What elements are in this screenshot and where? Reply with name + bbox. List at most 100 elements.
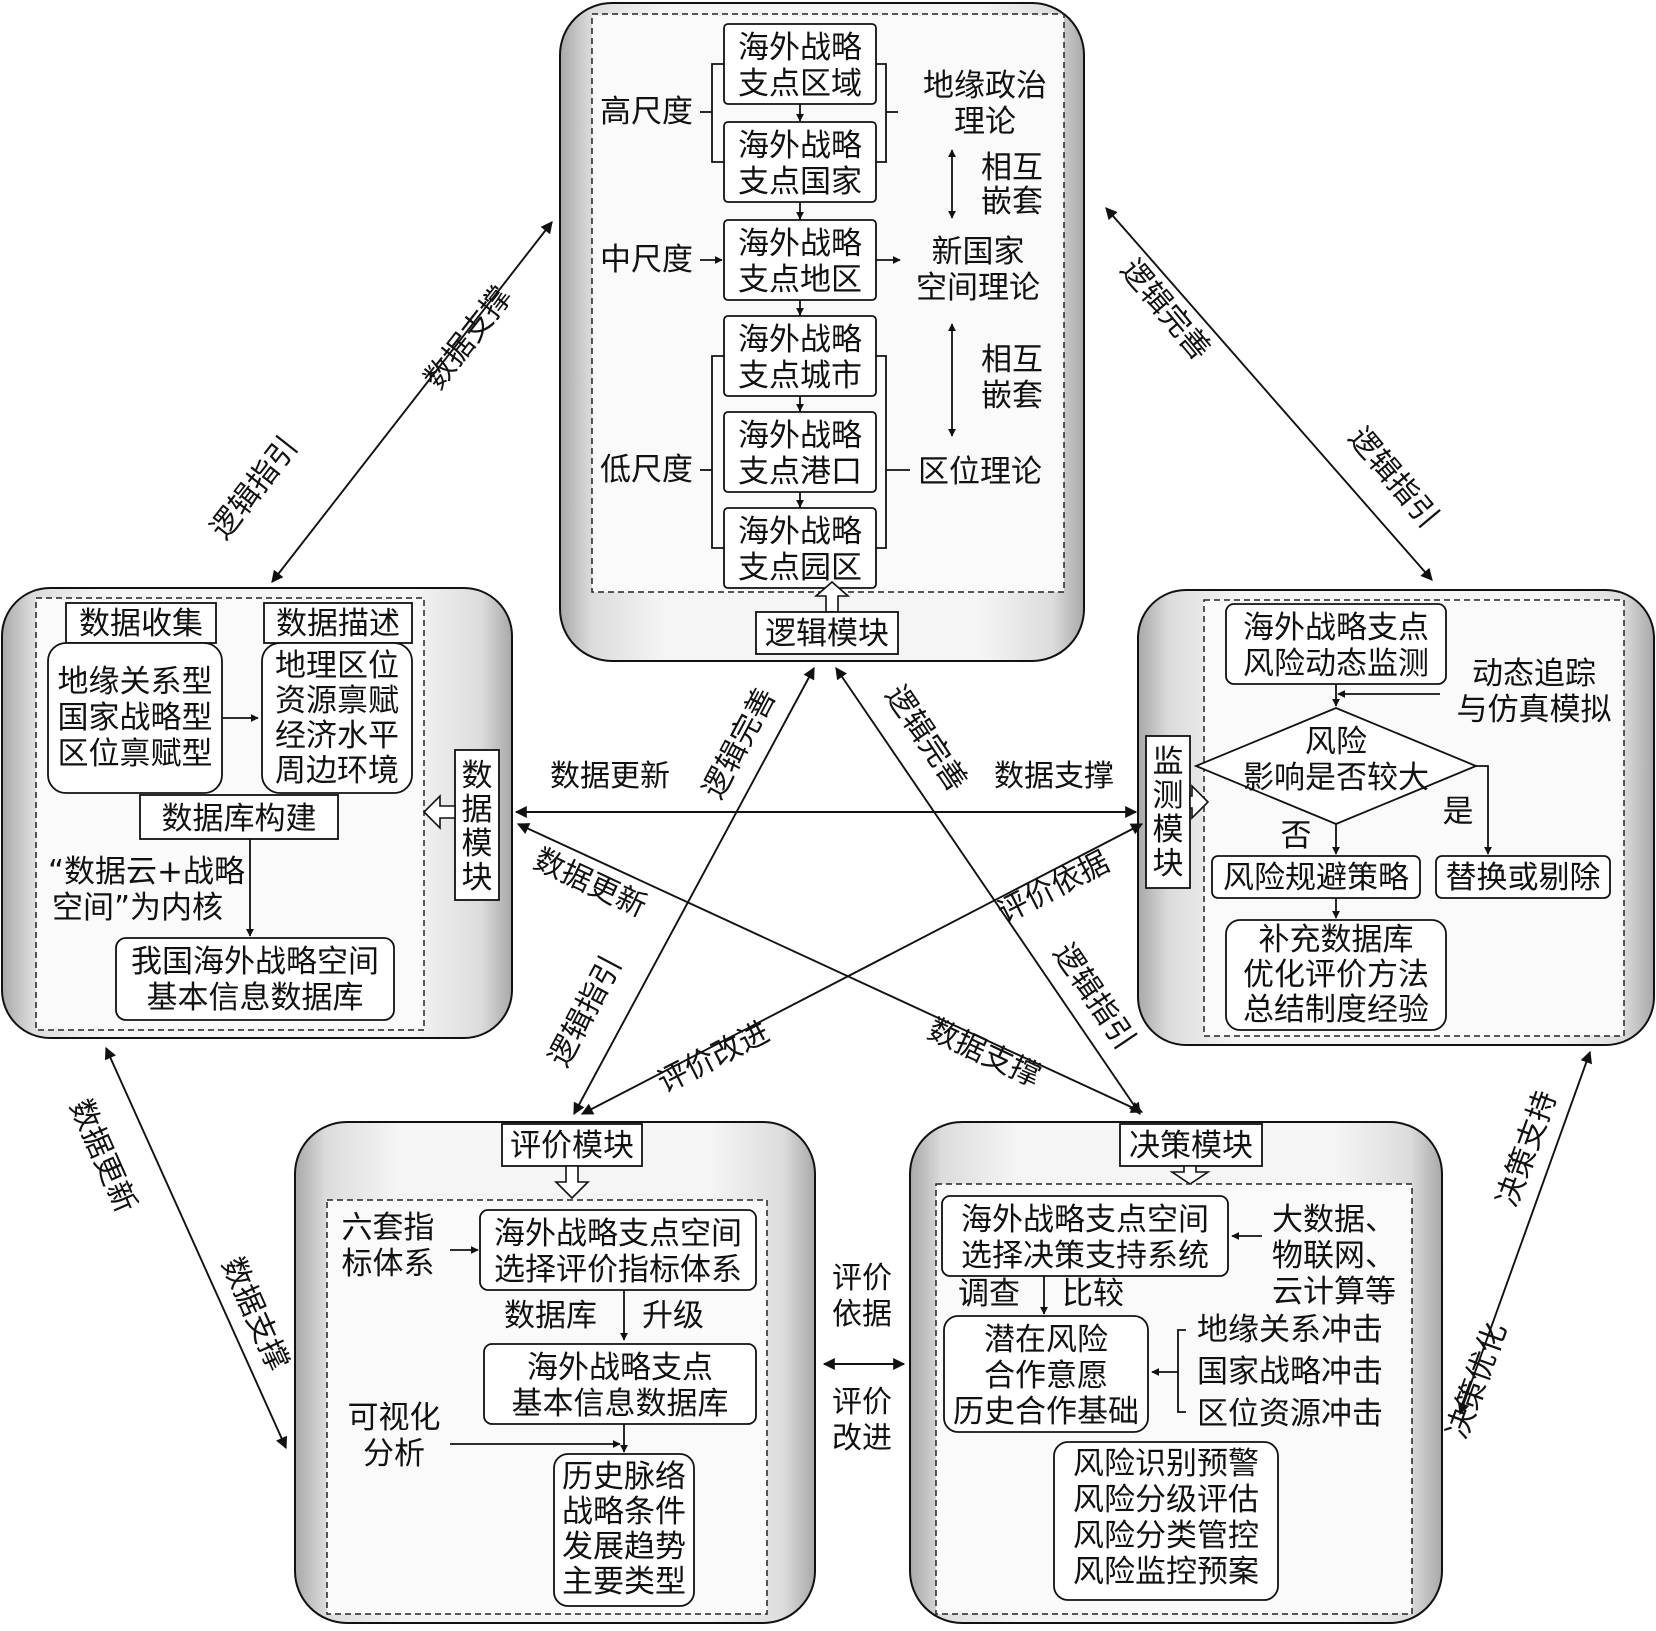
collect-item: 国家战略型 (58, 700, 213, 736)
monitor-track: 动态追踪 (1472, 656, 1596, 692)
branch-yes: 是 (1443, 794, 1474, 830)
data-describe-title: 数据描述 (276, 606, 400, 642)
logic-box-city: 海外战略 支点城市 (723, 315, 877, 397)
decision-risk: 历史合作基础 (953, 1394, 1139, 1430)
decision-tech: 大数据、 (1272, 1202, 1396, 1238)
nest-label-2: 嵌套 (981, 378, 1043, 414)
nest-label-2: 相互 (981, 342, 1043, 378)
nest-label-1: 嵌套 (981, 184, 1043, 220)
decision-risk: 潜在风险 (984, 1322, 1108, 1358)
link-label: 逻辑完善 (696, 682, 783, 804)
box-line: 海外战略 (738, 226, 862, 262)
monitor-top: 风险动态监测 (1243, 646, 1429, 682)
collect-item: 区位禀赋型 (58, 736, 213, 772)
box-line: 支点地区 (738, 262, 862, 298)
eval-six: 标体系 (342, 1246, 435, 1282)
eval-system: 选择评价指标体系 (494, 1252, 742, 1288)
monitor-module-title: 监 (1153, 744, 1184, 780)
logic-title-arrow (813, 580, 851, 613)
link-label: 评价改进 (652, 1015, 775, 1101)
link-label: 评价 (832, 1385, 892, 1420)
decision-compare: 比较 (1062, 1276, 1124, 1312)
box-line: 海外战略 (738, 128, 862, 164)
monitor-avoid: 风险规避策略 (1223, 860, 1409, 896)
data-module-title: 据 (462, 792, 493, 828)
decision-survey: 调查 (958, 1276, 1020, 1312)
eval-result: 发展趋势 (562, 1529, 686, 1565)
data-module-title: 数 (462, 758, 493, 794)
link-label: 改进 (832, 1421, 892, 1456)
logic-box-country: 海外战略 支点国家 (723, 121, 877, 203)
box-line: 海外战略 (738, 418, 862, 454)
data-module-title: 模 (462, 826, 493, 862)
data-core: “数据云+战略 (48, 854, 245, 890)
link-label: 决策支持 (1490, 1086, 1564, 1211)
scale-low: 低尺度 (600, 452, 693, 488)
monitor-track: 与仿真模拟 (1457, 692, 1612, 728)
theory-location: 区位理论 (918, 454, 1042, 490)
decision-system: 海外战略支点空间 (961, 1202, 1209, 1238)
decision-tech: 物联网、 (1272, 1238, 1396, 1274)
eval-six: 六套指 (342, 1210, 435, 1246)
link-label: 逻辑指引 (204, 430, 305, 546)
eval-result: 主要类型 (562, 1564, 686, 1600)
describe-item: 周边环境 (275, 753, 399, 789)
eval-db: 海外战略支点 (527, 1350, 713, 1386)
link-eval-monitor (580, 823, 1144, 1115)
link-label: 逻辑完善 (1113, 253, 1217, 367)
logic-module: 海外战略 支点区域 海外战略 支点国家 海外战略 支点地区 海外战略 支点城市 … (591, 13, 1065, 655)
decision-impact: 国家战略冲击 (1197, 1354, 1383, 1390)
decision-impact: 地缘关系冲击 (1197, 1312, 1383, 1348)
nest-label-1: 相互 (981, 150, 1043, 186)
link-label: 逻辑完善 (878, 679, 974, 798)
box-line: 海外战略 (738, 322, 862, 358)
link-label: 数据更新 (550, 759, 670, 794)
describe-item: 经济水平 (275, 718, 399, 754)
eval-system: 海外战略支点空间 (494, 1216, 742, 1252)
box-line: 支点区域 (738, 66, 862, 102)
decision-impact: 区位资源冲击 (1197, 1396, 1383, 1432)
box-line: 支点城市 (738, 358, 862, 394)
theory-new-national-space: 新国家 (932, 234, 1025, 270)
diamond-text: 影响是否较大 (1243, 760, 1429, 796)
theory-geopolitics: 地缘政治 (923, 68, 1047, 104)
eval-module: 评价模块 六套指 标体系 海外战略支点空间 选择评价指标体系 数据库 升级 海外… (326, 1123, 768, 1615)
db-build: 数据库构建 (162, 801, 317, 837)
eval-result: 战略条件 (562, 1494, 686, 1530)
link-label: 决策优化 (1440, 1318, 1514, 1443)
decision-module: 决策模块 海外战略支点空间 选择决策支持系统 大数据、 物联网、 云计算等 调查… (935, 1123, 1413, 1615)
eval-db: 基本信息数据库 (512, 1386, 729, 1422)
eval-visual: 可视化 (348, 1400, 441, 1436)
data-collect-title: 数据收集 (79, 606, 203, 642)
box-line: 支点国家 (738, 164, 862, 200)
link-label: 逻辑指引 (542, 950, 629, 1072)
describe-item: 资源禀赋 (275, 683, 399, 719)
monitor-module-title: 测 (1153, 778, 1184, 814)
theory-new-national-space: 空间理论 (916, 270, 1040, 306)
eval-visual: 分析 (363, 1436, 425, 1472)
link-label: 评价 (832, 1261, 892, 1296)
monitor-final: 补充数据库 (1259, 922, 1414, 958)
monitor-top: 海外战略支点 (1243, 610, 1429, 646)
monitor-title-arrow (1189, 784, 1210, 820)
decision-system: 选择决策支持系统 (961, 1238, 1209, 1274)
decision-risk: 合作意愿 (984, 1358, 1108, 1394)
data-core: 空间”为内核 (52, 890, 223, 926)
link-label: 数据支撑 (418, 280, 519, 396)
link-data-eval (104, 1046, 288, 1450)
link-label: 数据支撑 (922, 1012, 1046, 1094)
decision-title-arrow (1169, 1165, 1211, 1185)
box-line: 支点港口 (738, 454, 862, 490)
link-label: 评价依据 (992, 845, 1115, 931)
scale-mid: 中尺度 (600, 242, 693, 278)
theory-geopolitics: 理论 (954, 104, 1016, 140)
box-line: 海外战略 (738, 514, 862, 550)
monitor-module-title: 块 (1153, 846, 1184, 882)
data-db: 我国海外战略空间 (131, 944, 379, 980)
decision-mgmt: 风险分级评估 (1073, 1482, 1259, 1518)
decision-tech: 云计算等 (1272, 1274, 1396, 1310)
logic-box-area: 海外战略 支点地区 (723, 219, 877, 301)
branch-no: 否 (1281, 818, 1312, 854)
data-module: 数据收集 数据描述 地缘关系型 国家战略型 区位禀赋型 地理区位 资源禀赋 经济… (35, 597, 500, 1031)
data-module-title: 块 (462, 860, 493, 896)
